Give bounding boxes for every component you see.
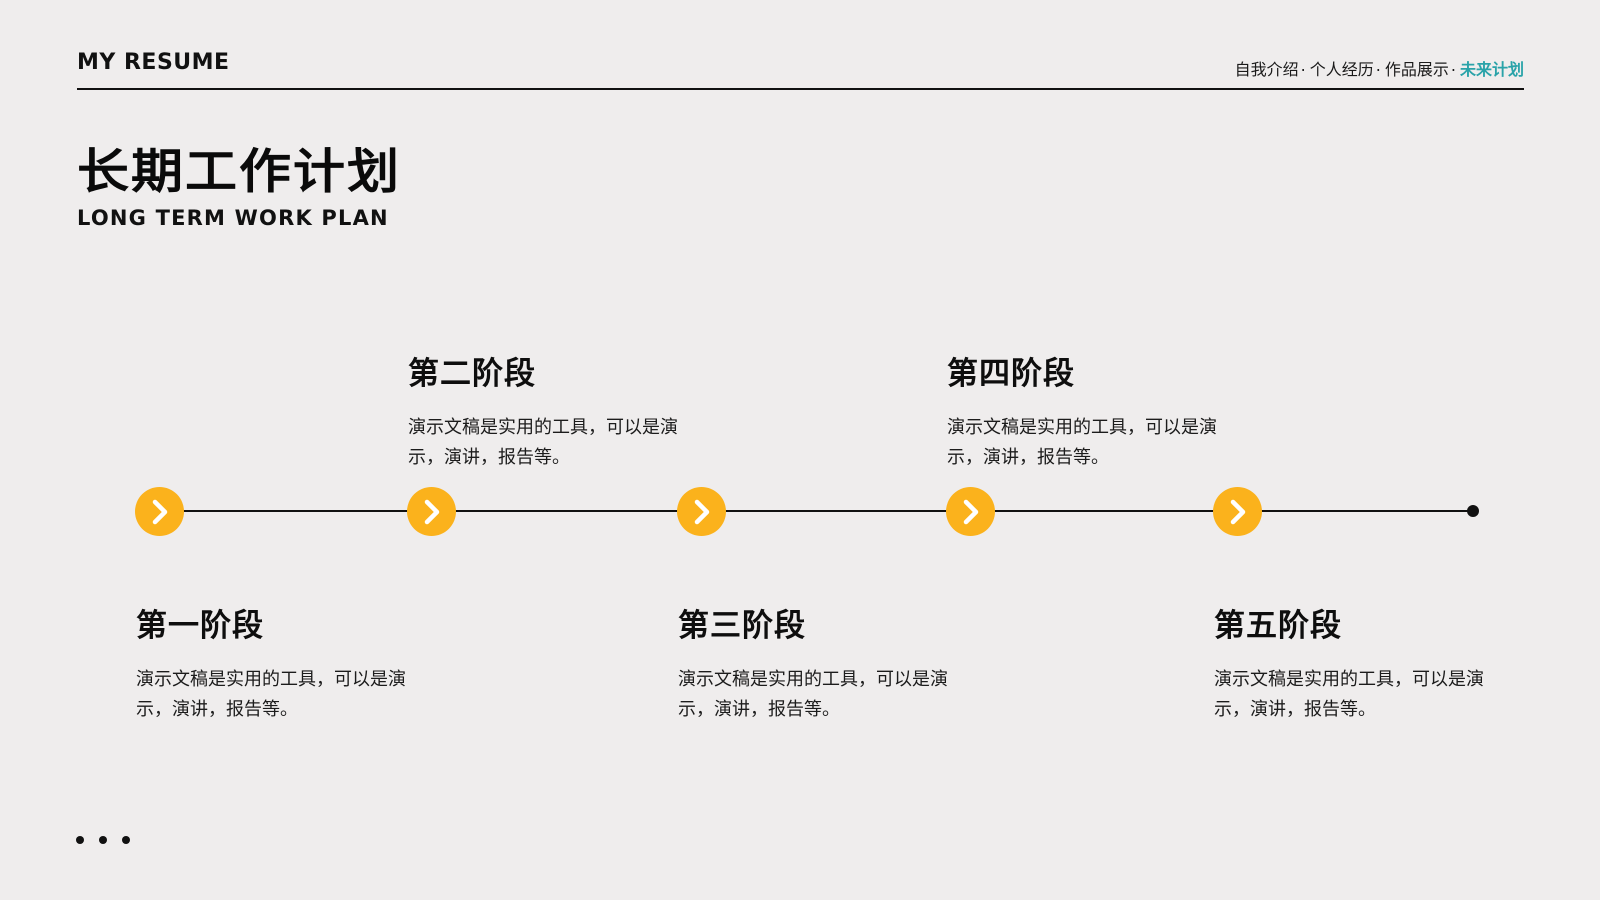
nav-item-intro[interactable]: 自我介绍	[1234, 60, 1299, 79]
timeline-line	[160, 510, 1473, 512]
nav-item-experience[interactable]: 个人经历	[1309, 60, 1374, 79]
top-nav: 自我介绍 . 个人经历 . 作品展示 . 未来计划	[1235, 56, 1524, 80]
stage-2: 第二阶段 演示文稿是实用的工具，可以是演示，演讲，报告等。	[408, 348, 698, 473]
chevron-right-icon	[694, 499, 709, 524]
dot	[99, 836, 107, 844]
stage-4-node[interactable]	[946, 487, 995, 536]
stage-4: 第四阶段 演示文稿是实用的工具，可以是演示，演讲，报告等。	[947, 348, 1237, 473]
chevron-right-icon	[963, 499, 978, 524]
nav-separator: .	[1300, 56, 1306, 75]
stage-title: 第一阶段	[136, 608, 264, 644]
brand-title: MY RESUME	[77, 50, 230, 75]
stage-title: 第三阶段	[678, 608, 806, 644]
nav-separator: .	[1450, 56, 1456, 75]
stage-description: 演示文稿是实用的工具，可以是演示，演讲，报告等。	[408, 417, 678, 468]
nav-separator: .	[1375, 56, 1381, 75]
stage-2-node[interactable]	[407, 487, 456, 536]
stage-description: 演示文稿是实用的工具，可以是演示，演讲，报告等。	[1214, 669, 1484, 720]
stage-title: 第五阶段	[1214, 608, 1342, 644]
stage-description: 演示文稿是实用的工具，可以是演示，演讲，报告等。	[947, 417, 1217, 468]
timeline-end-dot	[1467, 505, 1479, 517]
stage-1-node[interactable]	[135, 487, 184, 536]
stage-3-node[interactable]	[677, 487, 726, 536]
header-divider	[77, 88, 1524, 90]
page-subtitle: LONG TERM WORK PLAN	[77, 206, 389, 230]
stage-3: 第三阶段 演示文稿是实用的工具，可以是演示，演讲，报告等。	[678, 600, 968, 725]
stage-1: 第一阶段 演示文稿是实用的工具，可以是演示，演讲，报告等。	[136, 600, 426, 725]
chevron-right-icon	[1230, 499, 1245, 524]
stage-title: 第四阶段	[947, 356, 1075, 392]
stage-5: 第五阶段 演示文稿是实用的工具，可以是演示，演讲，报告等。	[1214, 600, 1504, 725]
nav-item-works[interactable]: 作品展示	[1384, 60, 1449, 79]
page-title: 长期工作计划	[77, 144, 402, 201]
dot	[76, 836, 84, 844]
stage-description: 演示文稿是实用的工具，可以是演示，演讲，报告等。	[136, 669, 406, 720]
decorative-dots	[76, 836, 130, 844]
nav-item-future-plan[interactable]: 未来计划	[1459, 60, 1524, 79]
chevron-right-icon	[152, 499, 167, 524]
stage-title: 第二阶段	[408, 356, 536, 392]
dot	[122, 836, 130, 844]
stage-5-node[interactable]	[1213, 487, 1262, 536]
chevron-right-icon	[424, 499, 439, 524]
stage-description: 演示文稿是实用的工具，可以是演示，演讲，报告等。	[678, 669, 948, 720]
